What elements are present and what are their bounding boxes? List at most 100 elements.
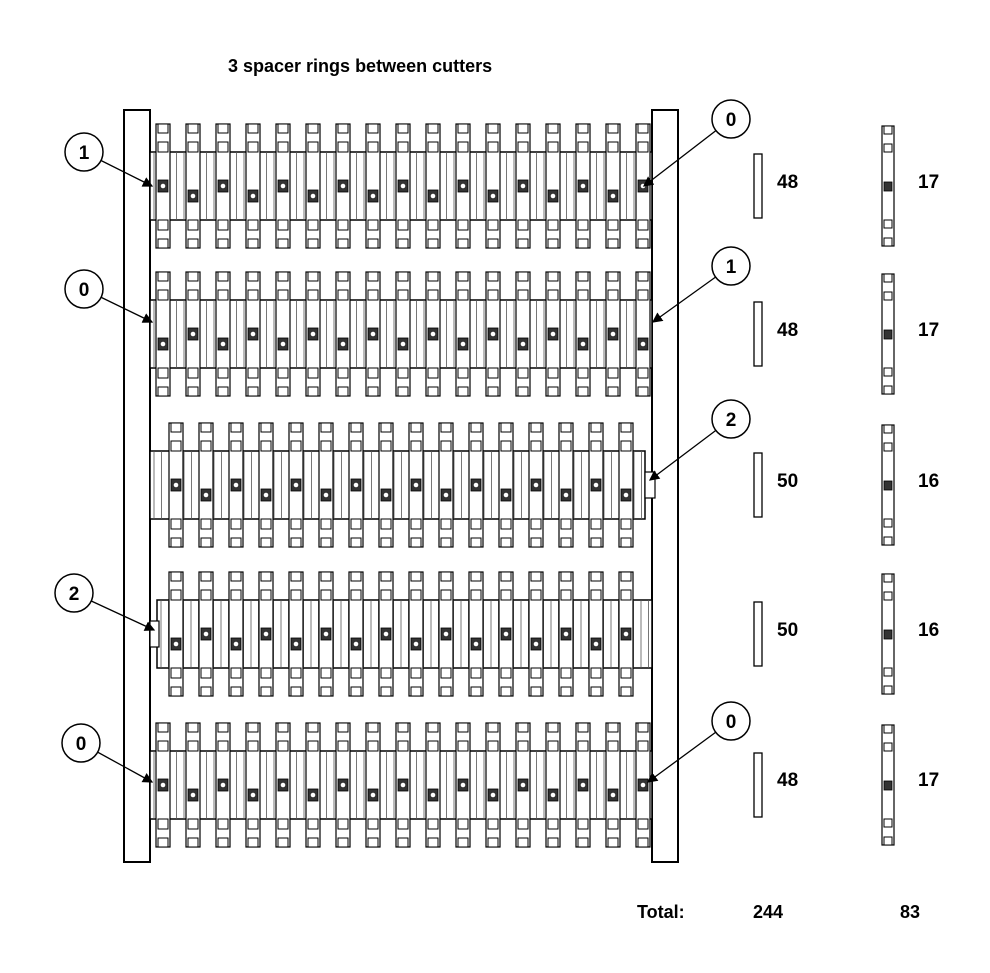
total-label: Total: (637, 902, 685, 922)
cutter-disc (575, 271, 591, 397)
cutter-disc (395, 123, 411, 249)
shaft-stub (644, 471, 656, 499)
cutter-disc (258, 422, 274, 548)
cutter-disc (258, 571, 274, 697)
cutter-disc (348, 422, 364, 548)
cutter-disc (498, 422, 514, 548)
cutter-disc (528, 422, 544, 548)
cutter-shaft-row-4 (149, 571, 653, 697)
cutter-disc (618, 422, 634, 548)
cutter-disc (335, 722, 351, 848)
cutter-disc (575, 123, 591, 249)
row-3-right-callout: 2 (648, 399, 751, 481)
cutter-disc (348, 571, 364, 697)
row-4-left-callout: 2 (54, 573, 156, 631)
cutter-shaft-row-5 (149, 722, 653, 848)
row-5-cutter-count: 17 (918, 770, 940, 791)
row-3-right-callout-label: 2 (726, 410, 737, 431)
cutter-disc (485, 722, 501, 848)
cutter-disc (275, 722, 291, 848)
cutter-disc (425, 722, 441, 848)
cutter-disc (228, 571, 244, 697)
row-1-cutter-count: 17 (918, 172, 940, 193)
cutter-disc (215, 271, 231, 397)
cutter-disc (185, 271, 201, 397)
cutter-disc (485, 123, 501, 249)
row-2-right-callout-label: 1 (726, 257, 737, 278)
cutter-disc (485, 271, 501, 397)
spacer-ring-symbol (753, 752, 763, 818)
cutter-disc (455, 722, 471, 848)
cutter-disc (245, 123, 261, 249)
cutter-disc (155, 271, 171, 397)
cutter-disc (365, 123, 381, 249)
cutter-disc (335, 123, 351, 249)
spacer-ring-symbol (753, 153, 763, 219)
cutter-profile-symbol (881, 424, 895, 546)
row-3-cutter-count: 16 (918, 471, 940, 492)
cutter-disc (395, 271, 411, 397)
row-5-spacer-count: 48 (777, 770, 799, 791)
cutter-disc (168, 422, 184, 548)
row-1-spacer-count: 48 (777, 172, 799, 193)
cutter-profile-symbol (881, 573, 895, 695)
cutter-disc (305, 271, 321, 397)
spacer-ring-symbol (753, 452, 763, 518)
cutter-disc (588, 571, 604, 697)
cutter-disc (408, 571, 424, 697)
right-side-plate (651, 109, 679, 863)
cutter-disc (635, 722, 651, 848)
cutter-disc (605, 722, 621, 848)
cutter-disc (288, 422, 304, 548)
spacer-ring-symbol (753, 301, 763, 367)
cutter-disc (275, 271, 291, 397)
cutter-disc (438, 571, 454, 697)
cutter-disc (395, 722, 411, 848)
row-3-spacer-count: 50 (777, 471, 799, 492)
cutter-disc (378, 422, 394, 548)
cutter-disc (455, 123, 471, 249)
cutter-disc (558, 422, 574, 548)
cutter-disc (408, 422, 424, 548)
row-5-right-callout-label: 0 (726, 712, 737, 733)
row-2-left-callout: 0 (64, 269, 154, 323)
row-2-cutter-count: 17 (918, 320, 940, 341)
row-4-left-callout-label: 2 (69, 584, 80, 605)
cutter-disc (635, 271, 651, 397)
cutter-disc (558, 571, 574, 697)
cutter-disc (305, 123, 321, 249)
spacer-total: 244 (753, 902, 784, 922)
cutter-disc (155, 722, 171, 848)
cutter-disc (318, 422, 334, 548)
row-4-spacer-count: 50 (777, 620, 799, 641)
cutter-disc (528, 571, 544, 697)
cutter-disc (215, 123, 231, 249)
cutter-disc (425, 271, 441, 397)
cutter-disc (545, 123, 561, 249)
cutter-disc (198, 571, 214, 697)
cutter-disc (498, 571, 514, 697)
cutter-disc (275, 123, 291, 249)
cutter-disc (155, 123, 171, 249)
cutter-disc (185, 722, 201, 848)
cutter-disc (618, 571, 634, 697)
cutter-disc (198, 422, 214, 548)
cutter-disc (515, 722, 531, 848)
cutter-disc (545, 271, 561, 397)
cutter-disc (365, 722, 381, 848)
cutter-disc (318, 571, 334, 697)
row-4-cutter-count: 16 (918, 620, 940, 641)
row-1-right-callout-label: 0 (726, 110, 737, 131)
cutter-disc (365, 271, 381, 397)
cutter-disc (335, 271, 351, 397)
spacer-ring-symbol (753, 601, 763, 667)
cutter-disc (468, 422, 484, 548)
cutter-disc (228, 422, 244, 548)
row-1-right-callout: 0 (642, 99, 751, 187)
row-2-right-callout: 1 (651, 246, 751, 323)
diagram-title: 3 spacer rings between cutters (228, 56, 493, 76)
cutter-disc (305, 722, 321, 848)
cutter-disc (605, 123, 621, 249)
cutter-disc (425, 123, 441, 249)
row-5-left-callout-label: 0 (76, 734, 87, 755)
